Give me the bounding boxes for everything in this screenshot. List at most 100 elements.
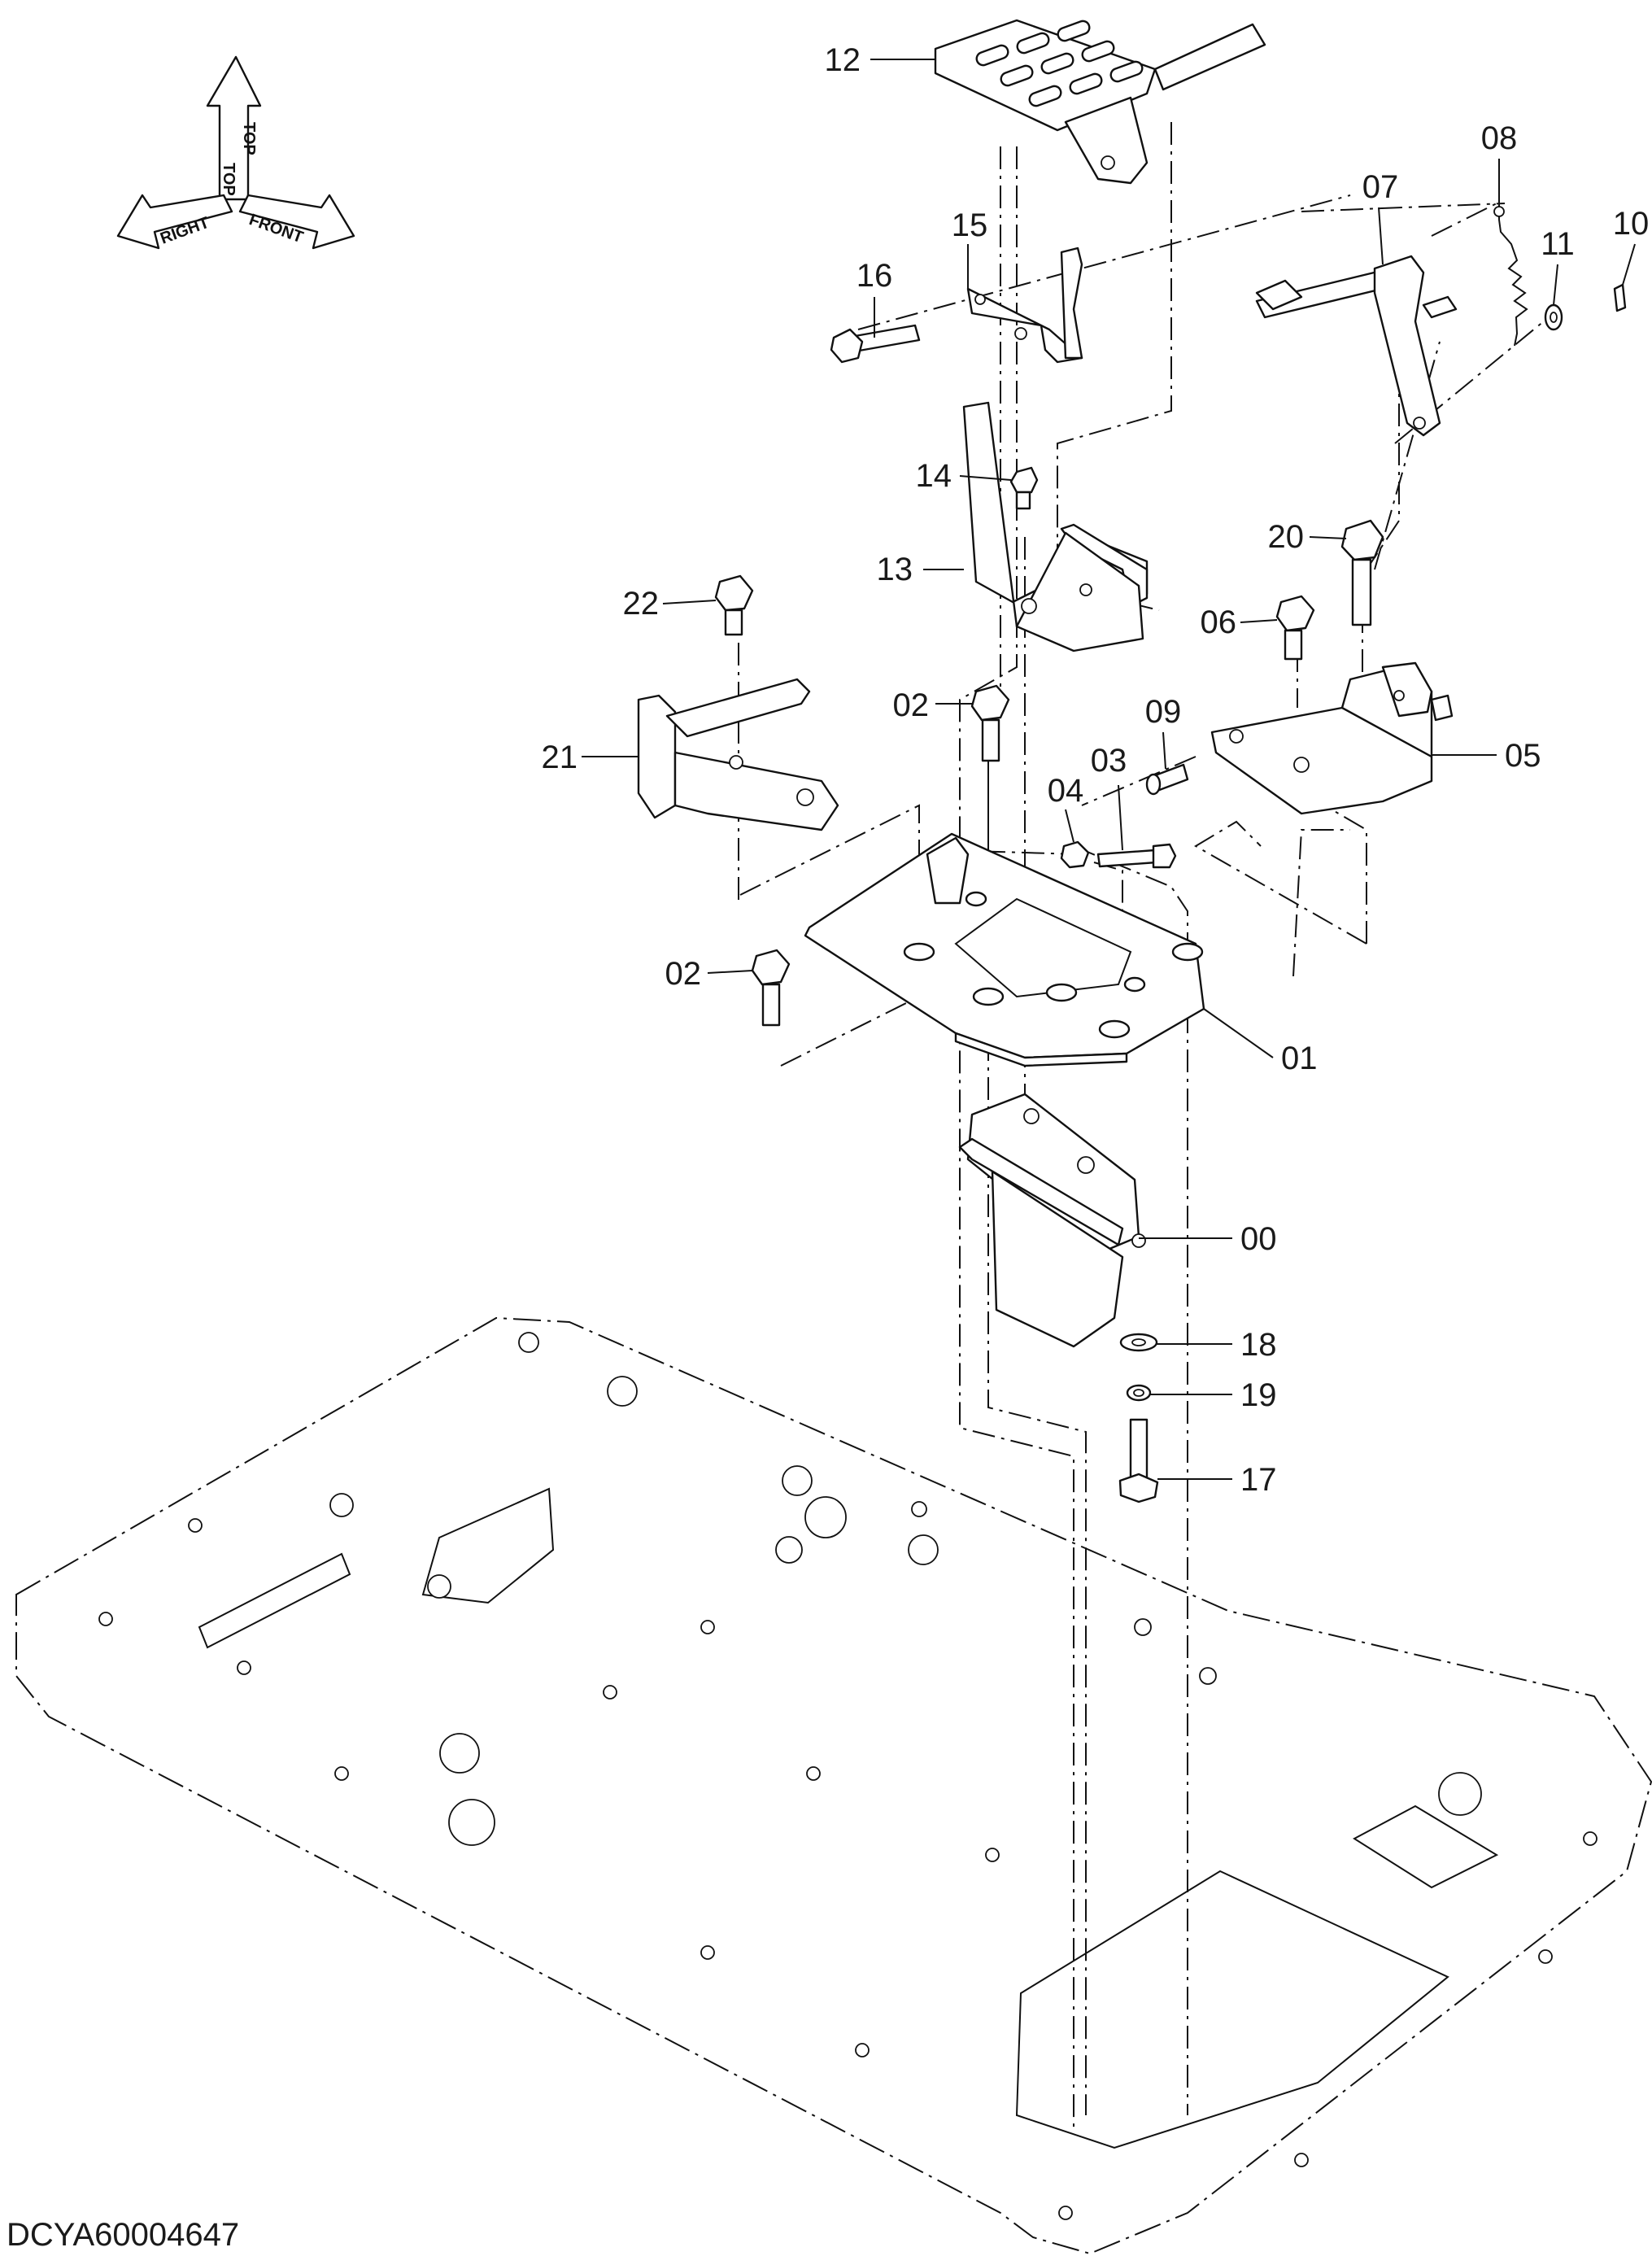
- right-arrow: [116, 194, 233, 250]
- floor-hole: [603, 1685, 617, 1700]
- assembly-line: [1431, 203, 1497, 237]
- callout-19: 19: [1240, 1377, 1277, 1413]
- callout-01: 01: [1281, 1041, 1318, 1076]
- leader-02-lower: [707, 970, 753, 974]
- bracket-05-stub: [1430, 694, 1454, 722]
- callout-18: 18: [1240, 1327, 1277, 1363]
- callout-12: 12: [825, 42, 861, 78]
- floor-hole: [1438, 1772, 1482, 1816]
- bracket-15-hole: [1014, 327, 1027, 340]
- callout-05: 05: [1505, 738, 1541, 774]
- leader-07: [1378, 207, 1384, 265]
- floor-slot-left: [198, 1552, 351, 1649]
- plate-01-opening: [954, 897, 1132, 998]
- callout-10: 10: [1613, 206, 1650, 242]
- floor-hole: [782, 1465, 813, 1496]
- part-06-bolt: [1275, 595, 1315, 661]
- drawing-code: DCYA60004647: [7, 2217, 239, 2253]
- bolt-02-head: [970, 684, 1010, 722]
- assembly-line: [1301, 203, 1506, 212]
- assembly-line: [1394, 312, 1554, 444]
- callout-13: 13: [877, 552, 913, 587]
- callout-16: 16: [857, 258, 893, 294]
- plate-01-boss: [965, 891, 987, 907]
- bracket-21-hole: [729, 755, 743, 770]
- floor-opening: [1015, 1870, 1449, 2149]
- part-12-pedal: [934, 19, 1266, 185]
- part-08-spring: [1493, 203, 1528, 347]
- assembly-line: [857, 194, 1351, 330]
- part-15-bracket: [966, 247, 1083, 364]
- grip-pad: [975, 44, 1009, 67]
- callout-08: 08: [1481, 120, 1518, 156]
- bracket-13-face: [1015, 531, 1144, 652]
- bolt-17-shank: [1129, 1418, 1149, 1482]
- plate-01-edge: [954, 1032, 1128, 1067]
- nut-04: [1060, 840, 1090, 869]
- floor-slot-center: [421, 1487, 555, 1604]
- floor-hole: [1294, 2153, 1309, 2167]
- callout-02-lower: 02: [665, 956, 702, 992]
- lever-07-arm: [1373, 255, 1441, 437]
- bolt-03-head: [1152, 843, 1177, 869]
- part-09-pin: [1145, 763, 1189, 796]
- valve-00-body: [991, 1170, 1124, 1348]
- bolt-22-head: [714, 574, 754, 612]
- floor-hole: [855, 2043, 870, 2057]
- pin-10: [1613, 283, 1627, 312]
- part-10-pin: [1613, 283, 1627, 312]
- grip-pad: [1081, 40, 1115, 63]
- bracket-05-cap: [1381, 661, 1433, 718]
- grip-pad: [1109, 60, 1144, 83]
- leader-10: [1622, 243, 1636, 286]
- callout-02-upper: 02: [893, 687, 930, 723]
- leader-04: [1065, 809, 1074, 843]
- valve-00-hole: [1077, 1156, 1095, 1174]
- top-arrow: [206, 55, 262, 201]
- assembly-line: [1317, 801, 1367, 944]
- bolt-02-shank: [761, 983, 781, 1027]
- grip-pad: [1016, 32, 1050, 55]
- floor-hole: [188, 1518, 203, 1533]
- leader-lines: [582, 59, 1636, 1480]
- floor-hole: [908, 1534, 939, 1565]
- lever-07-stub: [1422, 295, 1458, 319]
- floor-hole: [1583, 1831, 1598, 1846]
- plate-01-boss: [1098, 1019, 1131, 1039]
- floor-hole: [607, 1376, 638, 1407]
- pedal-pad: [934, 19, 1157, 132]
- callout-21: 21: [542, 740, 578, 775]
- floor-hole: [804, 1496, 847, 1538]
- plate-01-clevis: [926, 836, 970, 905]
- front-arrow: [238, 194, 355, 250]
- part-20-bolt: [1340, 519, 1384, 626]
- callout-labels: 12 15 16 07 08 11 10 14 13 20 06 22 02 0…: [542, 42, 1650, 1498]
- orientation-top-label: TOP: [220, 163, 238, 196]
- callout-03: 03: [1091, 743, 1127, 779]
- pedal-grip-pads: [975, 20, 1144, 107]
- pin-09-head: [1145, 773, 1162, 796]
- grip-pad: [1000, 64, 1034, 87]
- floor-hole: [700, 1945, 715, 1960]
- part-16-bolt: [830, 324, 921, 364]
- leader-11: [1553, 264, 1558, 306]
- floor-hole: [1199, 1667, 1217, 1685]
- bolt-14-head: [1009, 466, 1039, 494]
- callout-07: 07: [1362, 169, 1399, 205]
- part-13-bracket: [962, 401, 1149, 652]
- part-02-bolt-lower: [751, 949, 791, 1027]
- plate-01-boss: [972, 987, 1005, 1006]
- floor-plate-outline: [15, 1316, 1652, 2255]
- floor-hole: [1538, 1949, 1553, 1964]
- callout-00: 00: [1240, 1221, 1277, 1257]
- floor-hole: [427, 1574, 451, 1599]
- assembly-line: [1073, 845, 1188, 2115]
- bracket-15-hole: [974, 294, 986, 305]
- bolt-02-shank: [981, 718, 1000, 762]
- assembly-line: [1194, 820, 1367, 945]
- part-22-bolt: [714, 574, 754, 636]
- floor-hole: [518, 1332, 539, 1353]
- bolt-17-head: [1118, 1473, 1159, 1503]
- spring-08-coils: [1498, 203, 1528, 347]
